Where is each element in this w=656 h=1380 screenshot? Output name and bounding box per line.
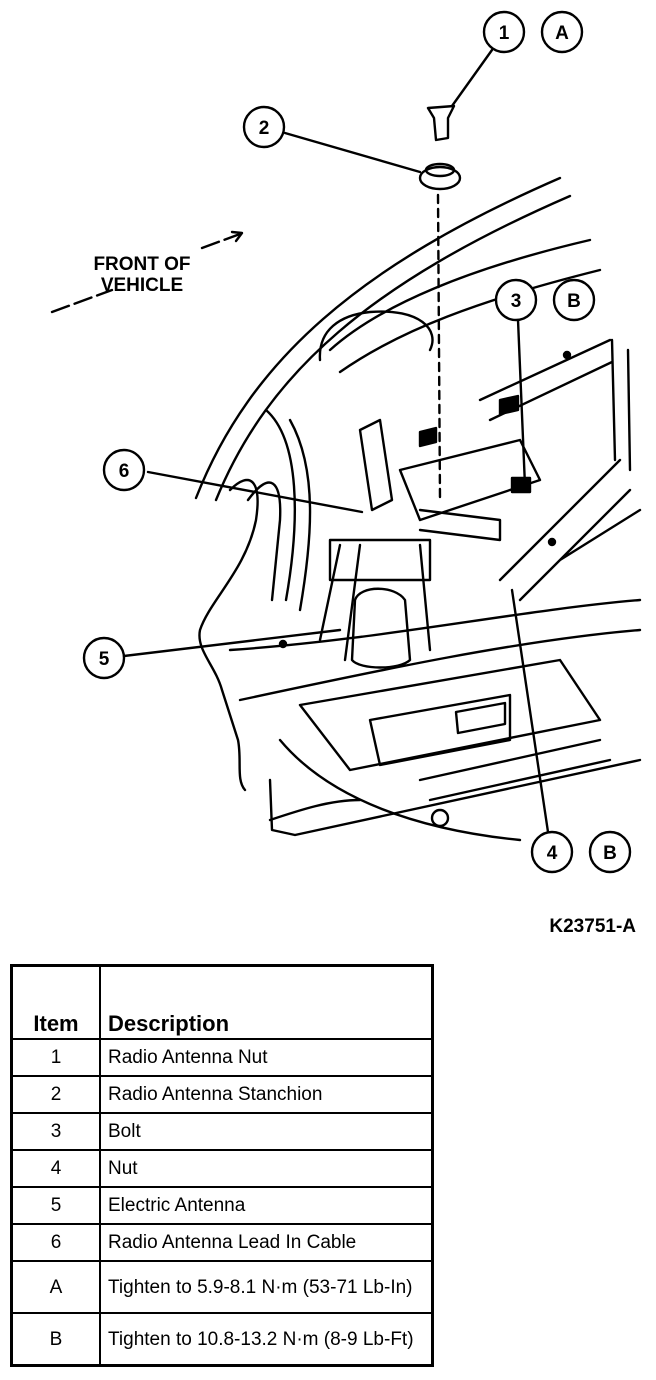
callout-2-label: 2 — [259, 118, 270, 139]
cowl-curve-2 — [338, 268, 602, 374]
row-description: Radio Antenna Stanchion — [99, 1075, 434, 1114]
table-header-row: Item Description — [10, 964, 434, 1040]
callout-6-label: 6 — [119, 461, 130, 482]
callout-4: 4 — [530, 830, 574, 874]
row-description: Radio Antenna Lead In Cable — [99, 1223, 434, 1262]
antenna-installation-diagram: 1 A 2 3 B 6 5 4 B FRONT OF VEHICLE — [50, 10, 642, 874]
fastener-dot — [562, 350, 572, 360]
header-description: Description — [99, 964, 434, 1040]
header-item: Item — [10, 964, 101, 1040]
antenna-stanchion-top — [424, 162, 456, 178]
row-item: 1 — [10, 1038, 101, 1077]
row-description: Tighten to 5.9-8.1 N·m (53-71 Lb-In) — [99, 1260, 434, 1314]
figure-id: K23751-A — [549, 916, 636, 937]
table-row: 1 Radio Antenna Nut — [10, 1038, 434, 1077]
callout-b-bottom-label: B — [603, 843, 617, 864]
row-description: Tighten to 10.8-13.2 N·m (8-9 Lb-Ft) — [99, 1312, 434, 1367]
drain-hole — [430, 808, 450, 828]
table-row: 6 Radio Antenna Lead In Cable — [10, 1223, 434, 1262]
row-description: Nut — [99, 1149, 434, 1188]
front-arrow-tip — [230, 230, 244, 243]
bracket-arm — [318, 543, 432, 662]
row-item: A — [10, 1260, 101, 1314]
front-of-vehicle-line2: VEHICLE — [101, 275, 183, 296]
vent-hole — [498, 394, 520, 416]
table-row: 2 Radio Antenna Stanchion — [10, 1075, 434, 1114]
sill-box-inner — [368, 693, 512, 767]
mount-plate-2 — [418, 508, 502, 542]
callout-2: 2 — [242, 105, 286, 149]
row-description: Radio Antenna Nut — [99, 1038, 434, 1077]
table-row: 5 Electric Antenna — [10, 1186, 434, 1225]
floor-line-2 — [268, 758, 642, 837]
vent-hole-2 — [418, 426, 438, 448]
leader-3 — [516, 318, 527, 488]
callout-4-label: 4 — [547, 843, 558, 864]
fender-inner-curve — [214, 194, 572, 502]
table-row: A Tighten to 5.9-8.1 N·m (53-71 Lb-In) — [10, 1260, 434, 1314]
right-pillar — [610, 338, 632, 472]
callout-6: 6 — [102, 448, 146, 492]
callout-a-label: A — [555, 23, 569, 44]
fastener-dot — [547, 537, 557, 547]
mount-plate — [398, 438, 542, 522]
callout-5-label: 5 — [99, 649, 110, 670]
callout-1: 1 — [482, 10, 526, 54]
fender-panel — [198, 478, 259, 792]
front-arrow — [50, 288, 114, 314]
table-row: B Tighten to 10.8-13.2 N·m (8-9 Lb-Ft) — [10, 1312, 434, 1367]
pillar-line-2 — [288, 418, 312, 612]
row-item: 6 — [10, 1223, 101, 1262]
antenna-mast-dashed — [436, 193, 442, 502]
fender-outer-curve — [194, 176, 562, 500]
callout-a: A — [540, 10, 584, 54]
callout-b-bottom: B — [588, 830, 632, 874]
row-description: Electric Antenna — [99, 1186, 434, 1225]
leader-5 — [122, 628, 342, 658]
row-description: Bolt — [99, 1112, 434, 1151]
leader-6 — [146, 470, 364, 514]
side-rail — [498, 458, 642, 602]
antenna-nut-part — [426, 104, 456, 142]
bolt-head — [510, 476, 532, 494]
row-item: B — [10, 1312, 101, 1367]
antenna-stanchion-part — [418, 165, 462, 191]
callout-1-label: 1 — [499, 23, 510, 44]
fender-lip — [318, 310, 434, 362]
leader-2 — [283, 131, 422, 174]
callout-b-top: B — [552, 278, 596, 322]
row-item: 3 — [10, 1112, 101, 1151]
lower-rail — [228, 598, 642, 652]
pillar-line — [264, 408, 296, 602]
cowl-curve — [328, 238, 592, 352]
bottom-ribs — [418, 738, 612, 802]
lower-rail-2 — [238, 628, 642, 702]
front-arrow-head — [200, 232, 242, 250]
leader-1 — [450, 48, 494, 108]
callout-5: 5 — [82, 636, 126, 680]
fender-panel-inner — [246, 481, 282, 602]
sill-box — [298, 658, 602, 772]
row-item: 4 — [10, 1149, 101, 1188]
row-item: 2 — [10, 1075, 101, 1114]
antenna-motor — [350, 587, 412, 669]
fastener-dot — [278, 639, 288, 649]
floor-line — [268, 738, 522, 842]
bracket-plate — [328, 538, 432, 582]
antenna-bracket — [358, 418, 394, 512]
front-of-vehicle-line1: FRONT OF — [93, 254, 190, 275]
table-row: 4 Nut — [10, 1149, 434, 1188]
callout-3: 3 — [494, 278, 538, 322]
leader-4 — [510, 588, 550, 834]
sill-slot — [454, 701, 507, 735]
callout-3-label: 3 — [511, 291, 522, 312]
row-item: 5 — [10, 1186, 101, 1225]
table-row: 3 Bolt — [10, 1112, 434, 1151]
callout-b-top-label: B — [567, 291, 581, 312]
parts-table: Item Description 1 Radio Antenna Nut 2 R… — [10, 964, 434, 1367]
